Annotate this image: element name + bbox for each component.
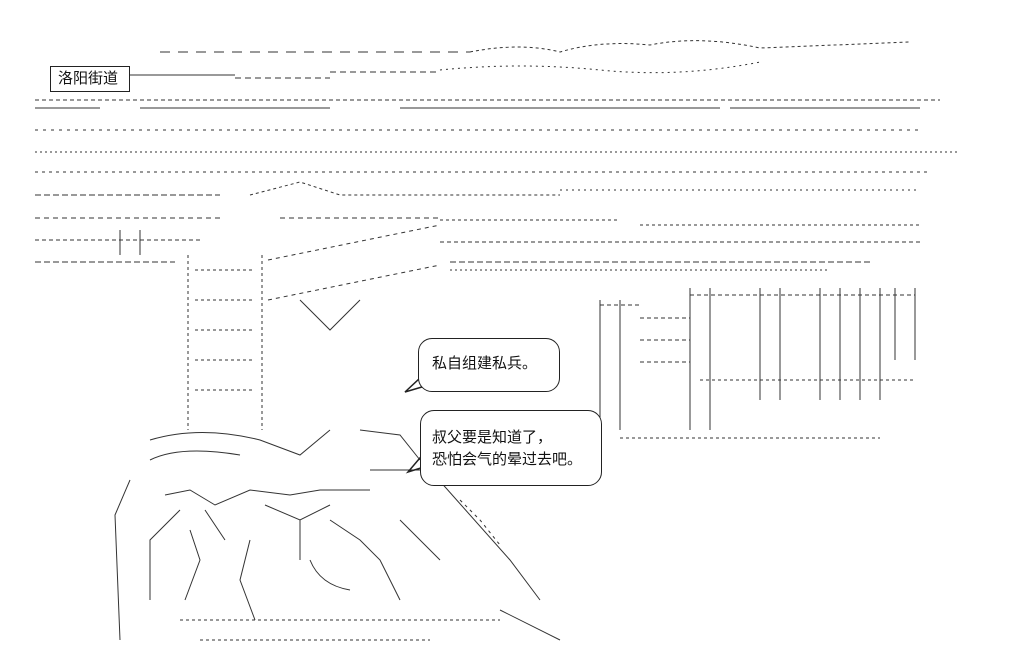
speech-text-2-line-2: 恐怕会气的晕过去吧。 — [432, 450, 583, 468]
speech-text-2-line-1: 叔父要是知道了， — [432, 428, 553, 446]
speech-bubble-1 — [418, 338, 560, 392]
location-label-box — [50, 66, 130, 92]
speech-bubble-2 — [420, 410, 602, 486]
location-label: 洛阳街道 — [58, 69, 119, 87]
speech-text-1: 私自组建私兵。 — [432, 354, 538, 372]
